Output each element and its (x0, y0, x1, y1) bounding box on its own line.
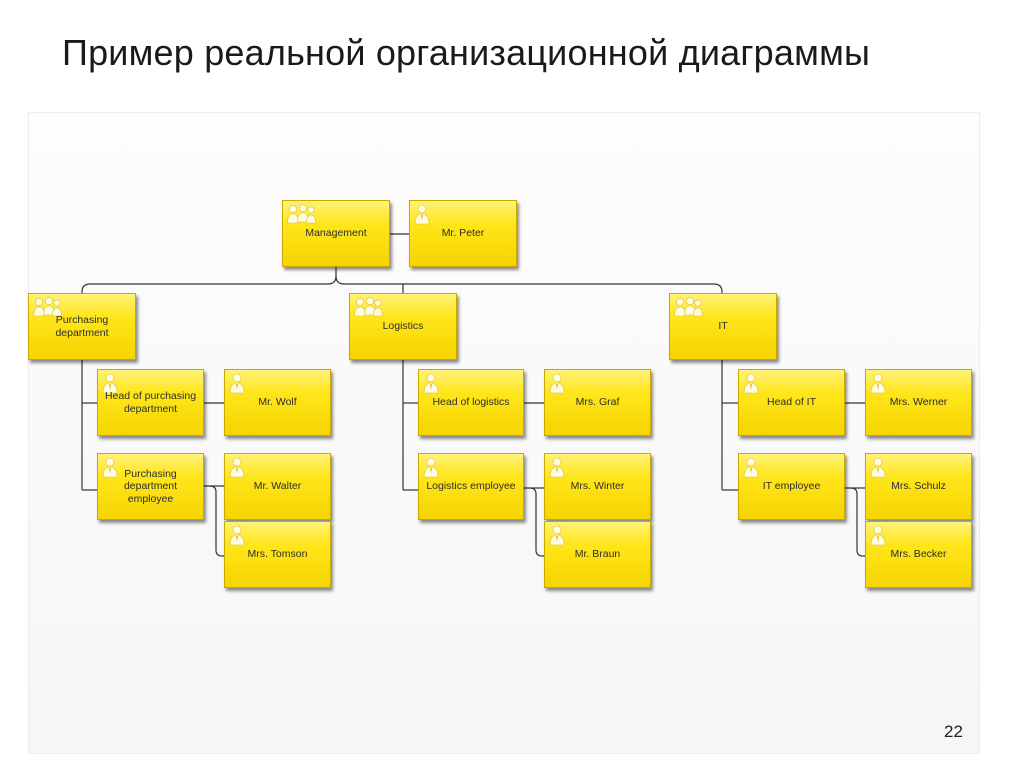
person-icon (423, 457, 439, 478)
person-icon (549, 457, 565, 478)
node-label: Mr. Walter (253, 480, 302, 493)
node-head-of-it[interactable]: Head of IT (738, 369, 845, 436)
person-icon (549, 525, 565, 546)
node-purchasing-department[interactable]: Purchasing department (28, 293, 136, 360)
node-mr-braun[interactable]: Mr. Braun (544, 521, 651, 588)
person-icon (870, 525, 886, 546)
org-unit-icon (674, 297, 703, 317)
node-label: Mrs. Becker (890, 548, 947, 561)
connector (335, 275, 723, 293)
person-icon (414, 204, 430, 225)
node-purchasing-employee[interactable]: Purchasing department employee (97, 453, 204, 520)
node-label: IT employee (762, 480, 821, 493)
person-icon (229, 373, 245, 394)
node-mrs-schulz[interactable]: Mrs. Schulz (865, 453, 972, 520)
connector (81, 267, 337, 293)
person-icon (743, 457, 759, 478)
node-label: Mrs. Graf (575, 396, 620, 409)
node-logistics-employee[interactable]: Logistics employee (418, 453, 524, 520)
node-label: Purchasing department (55, 314, 109, 339)
node-label: Head of purchasing department (104, 390, 197, 415)
node-logistics[interactable]: Logistics (349, 293, 457, 360)
node-mr-wolf[interactable]: Mr. Wolf (224, 369, 331, 436)
connector (845, 487, 865, 557)
node-label: Management (305, 227, 367, 240)
org-unit-icon (287, 204, 316, 224)
page-number: 22 (944, 722, 963, 741)
node-label: IT (718, 320, 728, 333)
node-label: Head of logistics (432, 396, 510, 409)
page-title: Пример реальной организационной диаграмм… (62, 32, 871, 73)
node-it-employee[interactable]: IT employee (738, 453, 845, 520)
node-mrs-tomson[interactable]: Mrs. Tomson (224, 521, 331, 588)
node-label: Mrs. Schulz (891, 480, 946, 493)
org-unit-icon (354, 297, 383, 317)
person-icon (229, 457, 245, 478)
person-icon (870, 457, 886, 478)
connector (524, 487, 544, 557)
node-label: Logistics employee (426, 480, 516, 493)
node-it[interactable]: IT (669, 293, 777, 360)
node-mrs-werner[interactable]: Mrs. Werner (865, 369, 972, 436)
node-label: Mr. Braun (574, 548, 621, 561)
node-mrs-winter[interactable]: Mrs. Winter (544, 453, 651, 520)
node-label: Mrs. Werner (889, 396, 948, 409)
node-head-of-purchasing[interactable]: Head of purchasing department (97, 369, 204, 436)
connector (204, 485, 224, 557)
node-mr-walter[interactable]: Mr. Walter (224, 453, 331, 520)
node-mr-peter[interactable]: Mr. Peter (409, 200, 517, 267)
node-label: Mrs. Winter (570, 480, 625, 493)
person-icon (229, 525, 245, 546)
node-head-of-logistics[interactable]: Head of logistics (418, 369, 524, 436)
node-label: Purchasing department employee (123, 467, 178, 505)
node-label: Head of IT (766, 396, 817, 409)
node-mrs-graf[interactable]: Mrs. Graf (544, 369, 651, 436)
person-icon (423, 373, 439, 394)
person-icon (743, 373, 759, 394)
person-icon (549, 373, 565, 394)
node-label: Logistics (382, 320, 424, 333)
person-icon (870, 373, 886, 394)
node-label: Mr. Peter (441, 227, 485, 240)
node-management[interactable]: Management (282, 200, 390, 267)
node-mrs-becker[interactable]: Mrs. Becker (865, 521, 972, 588)
node-label: Mr. Wolf (258, 396, 297, 409)
node-label: Mrs. Tomson (247, 548, 308, 561)
